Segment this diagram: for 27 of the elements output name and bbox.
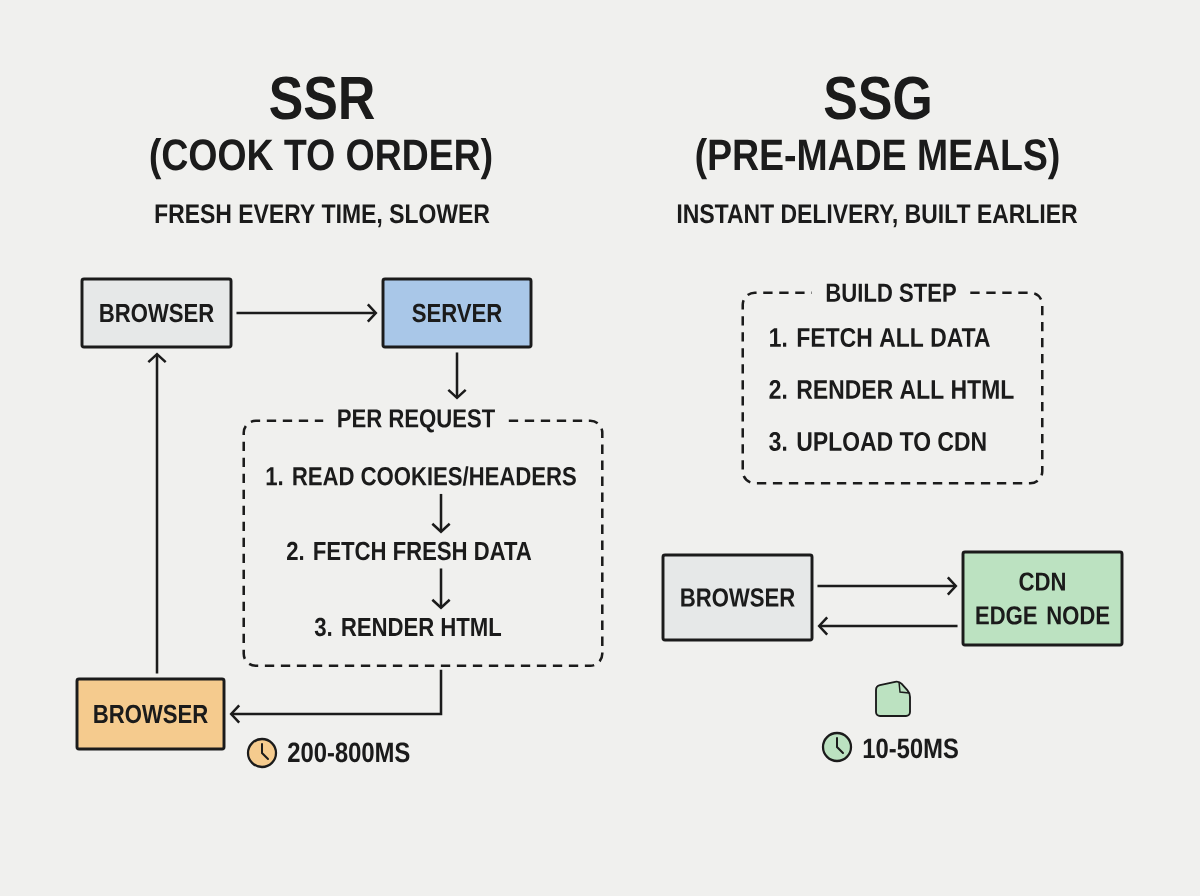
arrow <box>447 352 467 400</box>
column-heading: SSR <box>270 76 375 120</box>
step-text: 2. FETCH FRESH DATA <box>287 541 532 561</box>
process-box: BROWSER <box>80 277 233 349</box>
step-text: 2. RENDER ALL HTML <box>769 379 1014 399</box>
column-subheading: (COOK TO ORDER) <box>150 138 492 180</box>
duration-label: 200-800MS <box>288 742 410 763</box>
arrow <box>431 493 451 534</box>
process-box: BROWSER <box>661 553 814 642</box>
process-box: CDN EDGE NODE <box>961 550 1124 647</box>
step-text: 1. FETCH ALL DATA <box>770 327 990 347</box>
arrow <box>147 352 167 674</box>
arrow <box>431 568 451 610</box>
process-box: SERVER <box>381 277 533 349</box>
tagline: INSTANT DELIVERY, BUILT EARLIER <box>677 204 1078 228</box>
duration-label: 10-50MS <box>863 738 958 759</box>
column-subheading: (PRE-MADE MEALS) <box>696 138 1059 180</box>
step-text: 3. RENDER HTML <box>314 617 502 637</box>
tagline: FRESH EVERY TIME, SLOWER <box>155 204 490 228</box>
process-box: BROWSER <box>75 677 226 751</box>
arrow <box>236 303 378 323</box>
step-text: 3. UPLOAD TO CDN <box>769 431 986 451</box>
arrow <box>817 616 958 636</box>
step-text: 1. READ COOKIES/HEADERS <box>266 466 576 486</box>
column-heading: SSG <box>824 76 930 120</box>
arrow <box>229 669 443 724</box>
arrow <box>817 576 958 596</box>
